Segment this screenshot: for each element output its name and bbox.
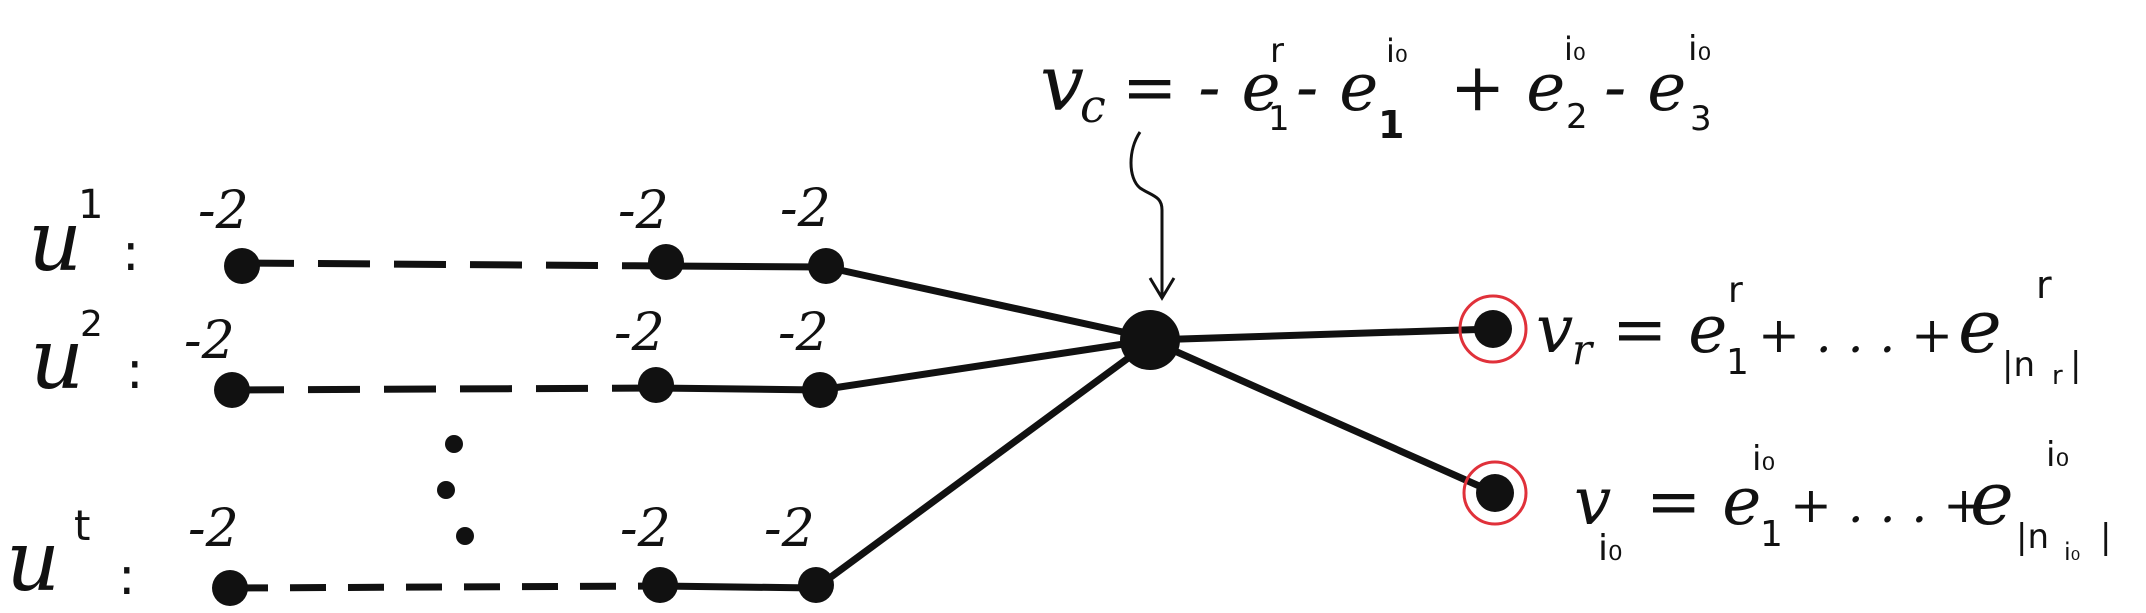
row-u2-vertex-1 [214,372,250,408]
row-ut-colon: : [118,547,136,607]
row-u2-vertex-2 [638,367,674,403]
row-u2: u 2 : -2 -2 -2 [30,303,1151,408]
leaf-vr-label: v [1536,291,1573,368]
center-term-2-sup: i₀ [1386,32,1408,70]
leaf-vr-last-sup: r [2036,263,2052,307]
row-ut-superscript: t [74,501,90,550]
center-term-1-sup: r [1270,31,1284,71]
leaf-vi0-label-sub: i₀ [1598,528,1622,569]
arrow-head [1148,277,1176,301]
row-ut-vertex-1 [212,570,248,606]
row-u2-dashed-edge [231,384,657,394]
leaf-vi0-highlight-ring [1462,460,1528,526]
center-term-1-sub: 1 [1268,99,1290,139]
row-u1-edge-to-center [825,263,1151,342]
row-u2-edge-to-center [819,336,1151,394]
leaf-vr-first-sup: r [1728,270,1743,311]
center-term-4: - e [1604,49,1686,126]
row-u1-vertex-2 [648,244,684,280]
row-u2-label: u [30,310,84,408]
row-u1-weight-2: -2 [618,181,669,241]
leaf-vi0-first-sup: i₀ [1752,439,1775,479]
leaf-vr-last-sub: |n [2002,345,2035,385]
leaf-vr-last-sub-end: | [2070,345,2081,385]
row-ut-weight-3: -2 [764,499,815,559]
leaf-vi0-middle: + . . . + [1790,476,1985,534]
leaf-vr-highlight-ring [1458,294,1528,364]
row-u2-edge [655,384,821,394]
center-term-3: + e [1450,49,1565,126]
ellipsis-dot-2 [437,481,455,499]
row-u1-weight-1: -2 [198,181,249,241]
leaf-vi0-label: v [1574,463,1611,540]
ellipsis-dot-1 [445,435,463,453]
center-term-4-sup: i₀ [1688,29,1711,69]
row-ut-edge [659,582,817,592]
edge-center-to-vr [1149,325,1494,344]
leaf-vr-formula: = e [1612,291,1727,368]
center-term-2: - e [1296,49,1378,126]
leaf-vi0-vertex [1476,474,1514,512]
leaf-vi0: v i₀ = e i₀ 1 + . . . + e i₀ |n i₀ | [1462,435,2111,569]
leaf-vr-last: e [1958,284,2002,370]
center-node [1120,310,1497,497]
row-u2-vertex-3 [802,372,838,408]
row-u1-colon: : [122,223,140,283]
row-u1-vertex-3 [808,248,844,284]
leaf-vr-vertex [1474,310,1512,348]
row-u1-dashed-edge [241,259,667,270]
row-u1-superscript: 1 [78,182,103,228]
leaf-vr-middle: + . . . + [1758,306,1953,364]
row-ut-vertex-2 [642,567,678,603]
ellipsis-dot-3 [456,527,474,545]
center-term-3-sub: 2 [1566,97,1588,137]
center-term-3-sup: i₀ [1564,30,1586,68]
row-u2-superscript: 2 [80,304,103,345]
arrow-shaft [1129,131,1164,295]
leaf-vi0-last-sub-small: i₀ [2064,538,2080,566]
row-ut-vertex-3 [798,567,834,603]
leaf-vi0-last: e [1970,456,2014,542]
edge-center-to-vi0 [1148,336,1497,497]
leaf-vi0-last-sub: |n [2016,517,2049,557]
row-u1-edge [665,262,827,271]
center-vertex [1120,310,1180,370]
leaf-vr-first-sub: 1 [1726,342,1749,383]
leaf-vi0-last-sub-end: | [2100,517,2111,557]
row-u1-weight-3: -2 [780,179,831,239]
vertical-ellipsis [437,435,474,545]
center-label-v: v [1040,39,1084,129]
row-u2-weight-1: -2 [184,311,235,371]
center-term-1: = - e [1122,49,1281,126]
row-ut-edge-to-center [813,339,1153,591]
leaf-vr-label-sub: r [1572,325,1595,374]
row-u1: u 1 : -2 -2 -2 [28,179,1151,342]
row-ut-dashed-edge [231,582,661,592]
leaf-vi0-last-sup: i₀ [2046,435,2069,475]
row-u1-vertex-1 [224,248,260,284]
center-term-2-sub: 1 [1378,103,1404,147]
row-u2-weight-2: -2 [614,303,665,363]
center-label-sub: c [1080,79,1106,133]
row-u1-label: u [28,192,82,290]
center-formula: v c = - e r 1 - e i₀ 1 + e i₀ 2 - e i₀ 3 [1040,29,1712,147]
center-label-arrow [1129,131,1176,301]
row-ut-label: u [6,512,60,610]
leaf-vr: v r = e r 1 + . . . + e r |n r | [1458,263,2081,391]
leaf-vr-last-sub-small: r [2052,361,2063,391]
center-term-4-sub: 3 [1690,99,1712,139]
leaf-vi0-formula: = e [1646,463,1761,540]
leaf-vi0-first-sub: 1 [1760,514,1783,555]
row-u2-weight-3: -2 [778,303,829,363]
row-u2-colon: : [126,341,144,401]
row-ut-weight-1: -2 [188,499,239,559]
row-ut-weight-2: -2 [620,499,671,559]
row-ut: u t : -2 -2 -2 [6,339,1153,610]
